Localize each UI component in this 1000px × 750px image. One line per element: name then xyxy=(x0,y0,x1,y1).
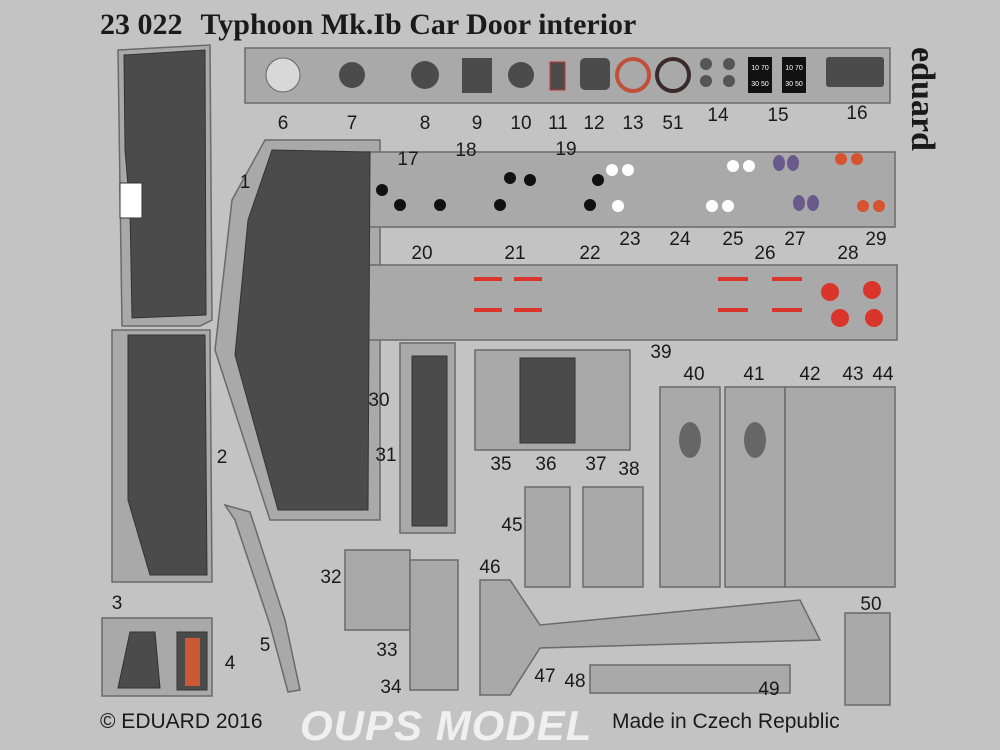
part-45 xyxy=(524,486,571,588)
part-number-label: 38 xyxy=(618,459,640,480)
dark-panel xyxy=(519,357,576,444)
logo-text: eduard xyxy=(903,47,941,151)
part-number-label: 4 xyxy=(224,653,236,674)
part-number-label: 3 xyxy=(111,593,123,614)
part-number-label: 23 xyxy=(619,229,641,250)
part-number-label: 7 xyxy=(346,113,358,134)
copyright: © EDUARD 2016 xyxy=(100,710,263,733)
part-41 xyxy=(724,386,786,588)
part-number-label: 42 xyxy=(799,364,821,385)
part-50 xyxy=(844,612,891,706)
dark-panel xyxy=(117,631,161,689)
part-number-label: 24 xyxy=(669,229,691,250)
part-number-label: 19 xyxy=(555,139,577,160)
part-number-label: 40 xyxy=(683,364,705,385)
part-row-17-29 xyxy=(366,151,896,228)
part-48-49 xyxy=(589,664,791,694)
part-number-label: 15 xyxy=(767,105,789,126)
part-number-label: 20 xyxy=(411,243,433,264)
part-number-label: 28 xyxy=(837,243,859,264)
part-number-label: 36 xyxy=(535,454,557,475)
dark-panel xyxy=(411,355,448,527)
watermark: OUPS MODEL xyxy=(300,702,593,749)
part-number-label: 47 xyxy=(534,666,556,687)
product-title: Typhoon Mk.Ib Car Door interior xyxy=(200,8,637,41)
part-number-label: 50 xyxy=(860,594,882,615)
part-number-label: 37 xyxy=(585,454,607,475)
part-number-label: 31 xyxy=(375,445,397,466)
part-number-label: 33 xyxy=(376,640,398,661)
part-number-label: 43 xyxy=(842,364,864,385)
part-number-label: 35 xyxy=(490,454,512,475)
part-number-label: 41 xyxy=(743,364,765,385)
part-number-label: 1 xyxy=(239,172,251,193)
part-number-label: 16 xyxy=(846,103,868,124)
part-40 xyxy=(659,386,721,588)
part-number-label: 18 xyxy=(455,140,477,161)
part-number-label: 11 xyxy=(548,113,568,134)
part-number-label: 25 xyxy=(722,229,744,250)
part-number-label: 22 xyxy=(579,243,601,264)
part-number-label: 49 xyxy=(758,679,780,700)
part-number-label: 51 xyxy=(662,113,684,134)
part-number-label: 12 xyxy=(583,113,605,134)
part-number-label: 46 xyxy=(479,557,501,578)
part-number-label: 27 xyxy=(784,229,806,250)
dark-panel xyxy=(127,334,208,576)
part-number-label: 30 xyxy=(368,390,390,411)
page-title: 23 022 Typhoon Mk.Ib Car Door interior xyxy=(100,8,654,42)
part-number-label: 13 xyxy=(622,113,644,134)
eduard-logo: eduard xyxy=(900,40,960,170)
part-42-44 xyxy=(784,386,896,588)
part-number-label: 48 xyxy=(564,671,586,692)
part-number-label: 5 xyxy=(259,635,271,656)
part-number-label: 2 xyxy=(216,447,228,468)
part-5 xyxy=(223,503,301,693)
part-number-label: 39 xyxy=(650,342,672,363)
part-number-label: 45 xyxy=(501,515,523,536)
part-number-label: 32 xyxy=(320,567,342,588)
part-number-label: 21 xyxy=(504,243,526,264)
part-38 xyxy=(582,486,644,588)
part-row-20-28 xyxy=(351,264,898,341)
part-number-label: 44 xyxy=(872,364,894,385)
dark-panel xyxy=(234,149,371,511)
origin-text: Made in Czech Republic xyxy=(612,710,840,733)
part-number-label: 26 xyxy=(754,243,776,264)
part-34 xyxy=(409,559,459,691)
part-number-label: 34 xyxy=(380,677,402,698)
part-46 xyxy=(479,579,822,696)
part-32-33 xyxy=(344,549,411,631)
part-number-label: 9 xyxy=(471,113,483,134)
part-number-label: 8 xyxy=(419,113,431,134)
product-code: 23 022 xyxy=(100,8,183,41)
part-number-label: 6 xyxy=(277,113,289,134)
part-number-label: 14 xyxy=(707,105,729,126)
part-number-label: 17 xyxy=(397,149,419,170)
dark-panel xyxy=(123,49,207,319)
part-number-label: 10 xyxy=(510,113,532,134)
part-number-label: 29 xyxy=(865,229,887,250)
